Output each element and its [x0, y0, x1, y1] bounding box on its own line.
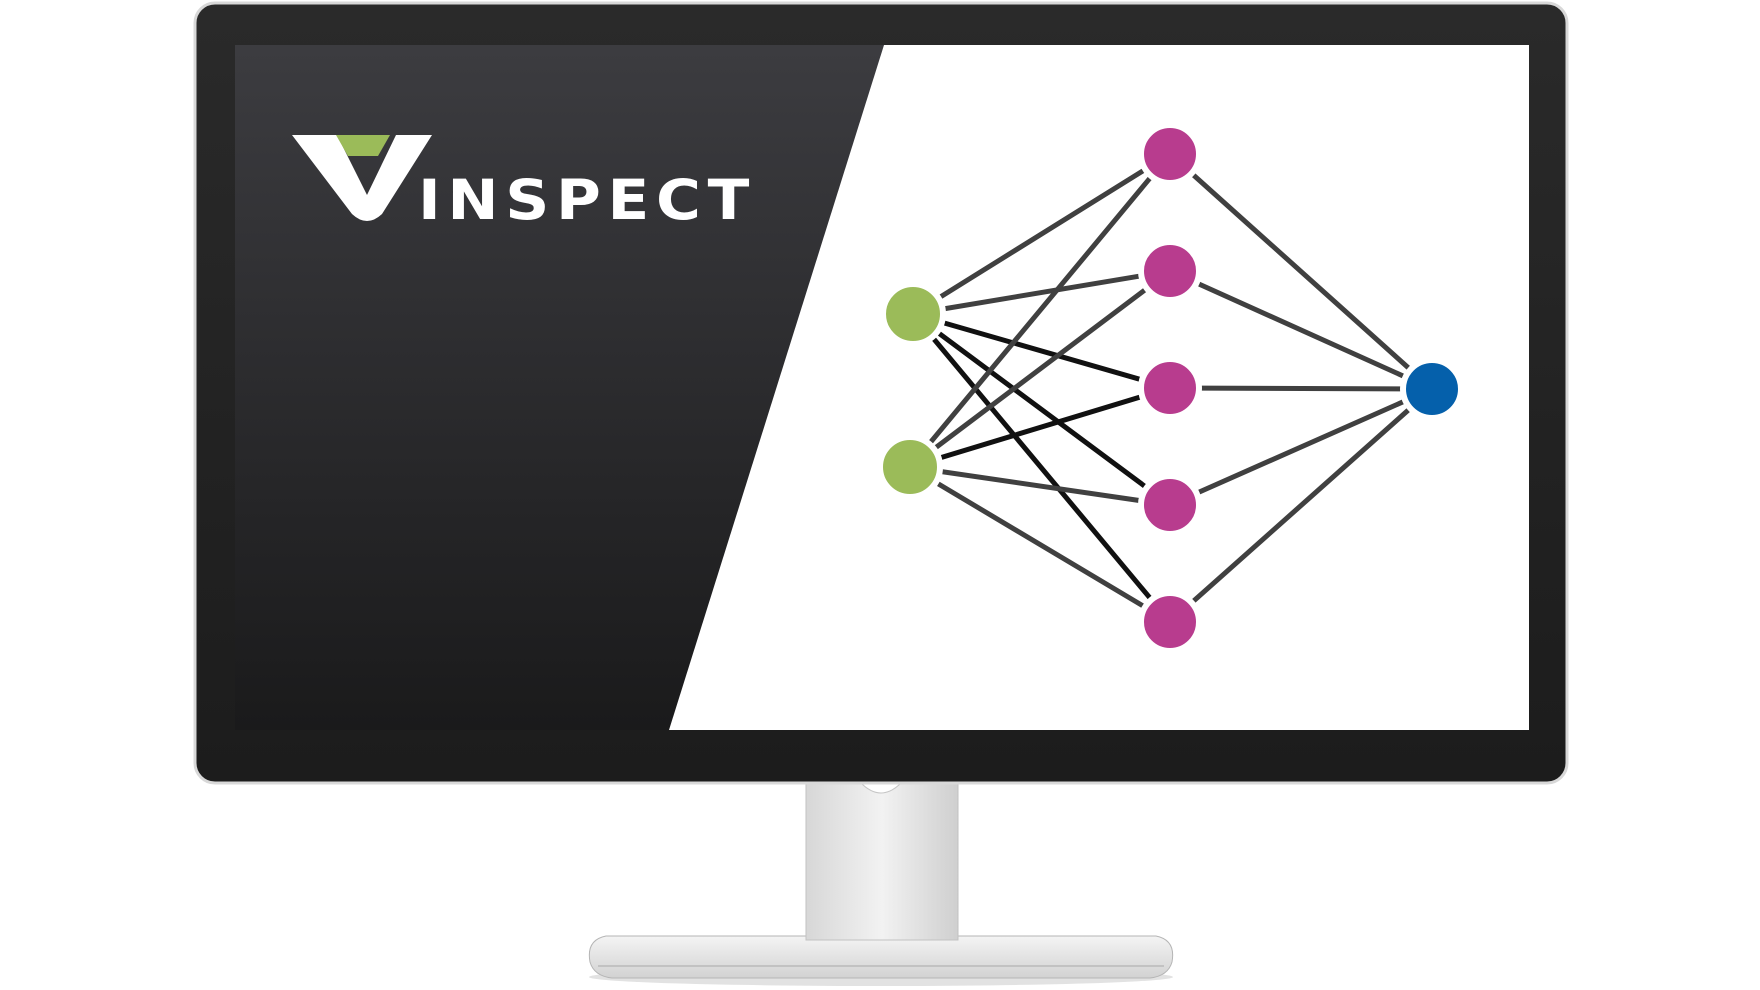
edge-input-1-to-hidden-1	[910, 151, 1173, 317]
screen: INSPECT	[235, 45, 1529, 730]
edge-hidden-1-to-output	[1167, 151, 1435, 392]
input-node-2	[877, 434, 943, 500]
edge-hidden-4-to-output	[1167, 386, 1435, 508]
edge-input-2-to-hidden-3	[907, 385, 1173, 470]
brand-logo: INSPECT	[292, 135, 756, 232]
screen-dark-panel	[235, 45, 884, 730]
edge-hidden-5-to-output	[1167, 386, 1435, 625]
hidden-node-4	[1138, 473, 1202, 537]
neural-network-diagram	[877, 122, 1464, 654]
edge-input-2-to-hidden-2	[907, 268, 1173, 470]
brand-wordmark: INSPECT	[418, 168, 756, 232]
edge-input-1-to-hidden-2	[910, 268, 1173, 317]
input-node-1	[880, 281, 946, 347]
edge-input-2-to-hidden-4	[907, 464, 1173, 508]
monitor-stand	[588, 781, 1174, 986]
edge-input-1-to-hidden-4	[910, 311, 1173, 508]
edge-input-1-to-hidden-5	[910, 311, 1173, 625]
network-nodes	[877, 122, 1464, 654]
output-node	[1400, 357, 1464, 421]
edge-input-2-to-hidden-5	[907, 464, 1173, 625]
hidden-node-1	[1138, 122, 1202, 186]
hidden-node-3	[1138, 356, 1202, 420]
stand-base	[588, 935, 1174, 979]
hidden-node-5	[1138, 590, 1202, 654]
edge-input-2-to-hidden-1	[907, 151, 1173, 470]
hidden-node-2	[1138, 239, 1202, 303]
edge-hidden-3-to-output	[1167, 385, 1435, 392]
logo-accent	[336, 135, 390, 156]
stand-neck	[805, 781, 959, 941]
network-edges	[907, 151, 1435, 625]
edge-hidden-2-to-output	[1167, 268, 1435, 392]
edge-input-1-to-hidden-3	[910, 311, 1173, 391]
v-chevron-logo-icon	[292, 135, 432, 221]
